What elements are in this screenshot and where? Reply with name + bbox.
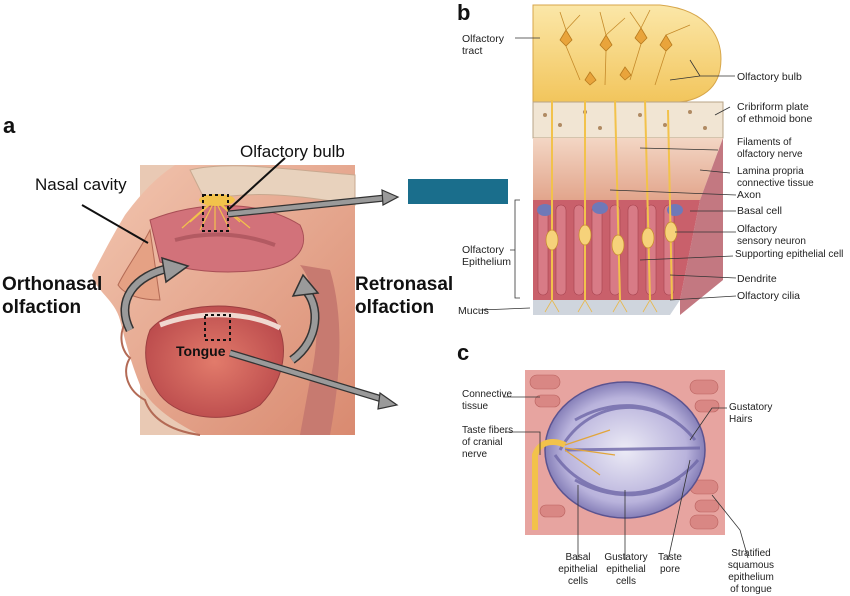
olfactory-tract-label: Olfactory tract: [462, 33, 505, 57]
olfactory-cilia-label: Olfactory cilia: [737, 290, 801, 302]
olfactory-bulb-label: Olfactory bulb: [240, 142, 345, 161]
basal-epithelial-cells-label: Basal epithelial cells: [558, 552, 598, 587]
basal-cell-label: Basal cell: [737, 205, 782, 217]
connective-tissue-label: Connective tissue: [462, 389, 513, 412]
cribriform-plate-label: Cribriform plate of ethmoid bone: [737, 101, 813, 125]
retronasal-label: Retronasal olfaction: [355, 274, 454, 318]
olfactory-bulb-b-label: Olfactory bulb: [737, 71, 802, 83]
panel-c-letter: c: [457, 340, 470, 365]
olfactory-epithelium-label: Olfactory Epithelium: [462, 244, 512, 268]
taste-fibers-label: Taste fibers of cranial nerve: [462, 425, 514, 460]
lamina-propria-label: Lamina propria connective tissue: [737, 166, 814, 189]
orthonasal-label: Orthonasal olfaction: [2, 274, 103, 318]
olfactory-epithelium-illustration: [532, 4, 724, 315]
dendrite-label: Dendrite: [737, 273, 777, 285]
sensory-neuron-label: Olfactory sensory neuron: [737, 224, 806, 247]
axon-label: Axon: [737, 189, 761, 201]
tongue-label: Tongue: [176, 343, 226, 359]
panel-a-letter: a: [3, 113, 16, 138]
redacted-label-box: [408, 179, 508, 204]
stratified-epithelium-label: Stratified squamous epithelium of tongue: [727, 548, 775, 595]
gustatory-hairs-label: Gustatory Hairs: [729, 402, 773, 425]
tongue-region-box: [204, 314, 231, 341]
filaments-label: Filaments of olfactory nerve: [737, 137, 803, 160]
panel-b-letter: b: [457, 0, 471, 25]
nasal-cavity-label: Nasal cavity: [35, 175, 127, 194]
gustatory-epithelial-cells-label: Gustatory epithelial cells: [604, 552, 648, 587]
mucus-label: Mucus: [458, 305, 489, 317]
supporting-cell-label: Supporting epithelial cell: [735, 249, 844, 260]
taste-pore-label: Taste pore: [658, 552, 682, 575]
